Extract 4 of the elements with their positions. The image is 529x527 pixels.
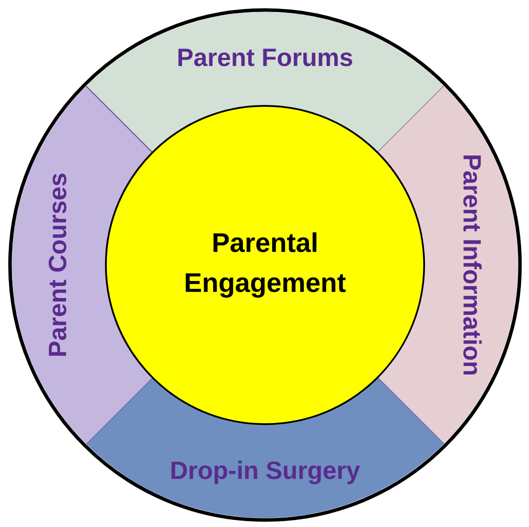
ring-segment: Parent Forums [86, 12, 444, 152]
ring-segment: Drop-in Surgery [86, 378, 444, 518]
ring-segment: Parent Information [378, 86, 518, 444]
ring-segment: Parent Courses [12, 86, 152, 444]
